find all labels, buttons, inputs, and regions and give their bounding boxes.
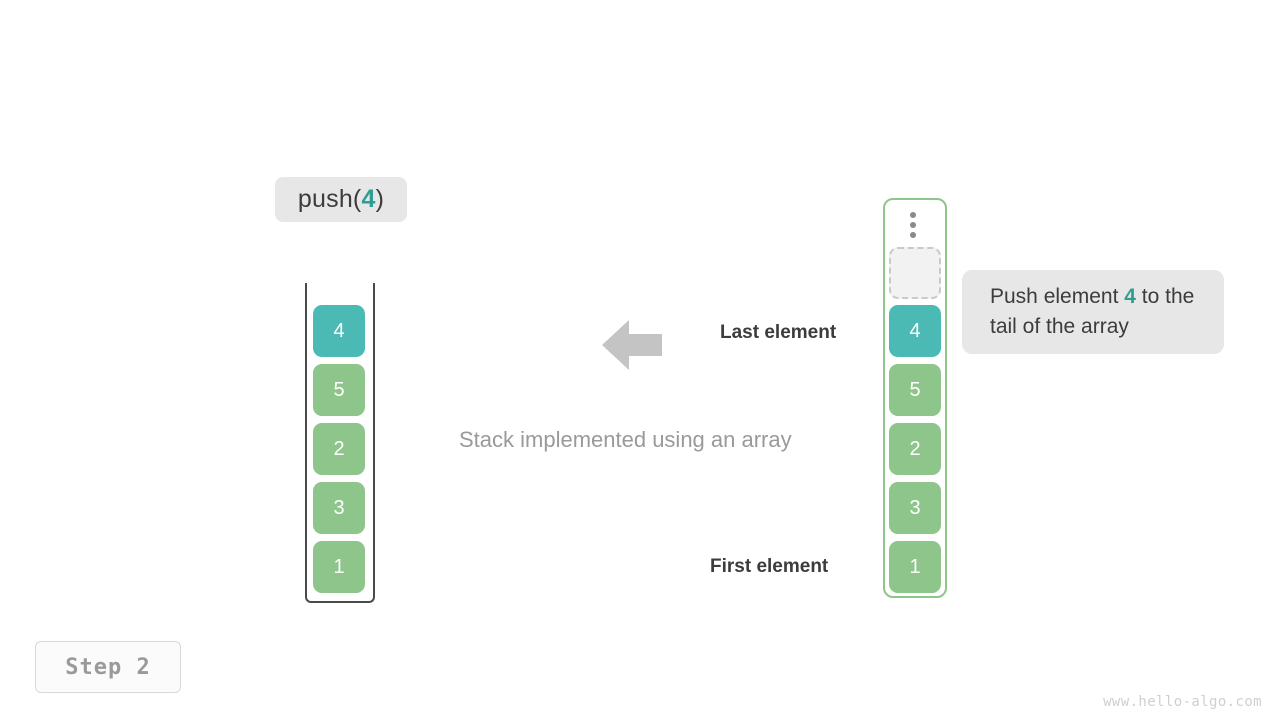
stack-cell: 1 xyxy=(313,541,365,593)
array-callout-text: Push element 4 to the tail of the array xyxy=(990,282,1196,342)
push-operation-label: push(4) xyxy=(275,177,407,222)
stack-cell: 4 xyxy=(313,305,365,357)
stack-cell: 2 xyxy=(313,423,365,475)
watermark: www.hello-algo.com xyxy=(1103,694,1262,710)
ellipsis-dot xyxy=(910,232,916,238)
stack-cell: 5 xyxy=(313,364,365,416)
diagram-caption: Stack implemented using an array xyxy=(459,427,792,452)
array-container xyxy=(883,198,947,598)
stack-cell: 3 xyxy=(313,482,365,534)
array-cell: 4 xyxy=(889,305,941,357)
array-cell-list: 4 5 2 3 1 xyxy=(889,305,941,600)
ellipsis-dot xyxy=(910,222,916,228)
array-cell: 5 xyxy=(889,364,941,416)
array-callout-after: to the tail of the array xyxy=(990,285,1195,338)
stack-cell-list: 4 5 2 3 1 xyxy=(313,305,365,600)
arrow-left-icon xyxy=(602,318,662,372)
step-badge: Step 2 xyxy=(35,641,181,693)
array-callout-before: Push element xyxy=(990,285,1125,308)
last-element-label: Last element xyxy=(720,322,837,343)
array-empty-slot xyxy=(889,247,941,299)
push-operation-suffix: ) xyxy=(375,185,385,213)
vertical-ellipsis-icon xyxy=(910,212,917,242)
push-operation-prefix: push( xyxy=(297,185,362,213)
array-callout-accent: 4 xyxy=(1124,285,1136,308)
stack-container xyxy=(305,283,375,603)
array-cell: 2 xyxy=(889,423,941,475)
push-operation-value: 4 xyxy=(361,185,376,213)
ellipsis-dot xyxy=(910,212,916,218)
array-callout: Push element 4 to the tail of the array xyxy=(962,270,1224,354)
array-cell: 1 xyxy=(889,541,941,593)
array-cell: 3 xyxy=(889,482,941,534)
first-element-label: First element xyxy=(710,556,829,577)
